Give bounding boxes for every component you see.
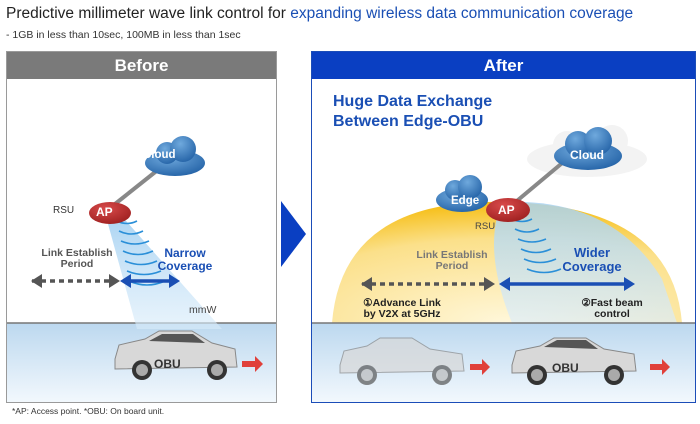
wide-beam — [494, 201, 677, 323]
before-heading: Before — [7, 52, 276, 79]
title-plain: Predictive millimeter wave link control … — [6, 5, 291, 22]
page-title: Predictive millimeter wave link control … — [6, 5, 633, 23]
cloud-label: Cloud — [570, 148, 604, 162]
ap-label: AP — [498, 203, 515, 217]
move-arrow-icon — [650, 359, 670, 375]
before-illustration — [7, 136, 276, 402]
ap-icon — [486, 198, 530, 222]
transition-arrow-icon — [281, 201, 306, 267]
beam — [105, 213, 222, 329]
after-panel: After — [311, 51, 696, 403]
cloud-icon — [145, 136, 205, 176]
obu-label: OBU — [552, 361, 579, 375]
rsu-label: RSU — [475, 221, 496, 232]
car-before-icon — [339, 337, 465, 385]
cloud-label: Cloud — [143, 149, 176, 161]
footnote: *AP: Access point. *OBU: On board unit. — [12, 406, 165, 416]
before-panel: Before — [6, 51, 277, 403]
car-icon — [511, 337, 637, 385]
mmw-label: mmW — [189, 304, 217, 316]
rsu-label: RSU — [53, 205, 75, 216]
after-illustration — [312, 125, 695, 402]
ap-label: AP — [96, 205, 113, 219]
obu-label: OBU — [154, 357, 181, 371]
edge-cloud-icon — [436, 175, 488, 212]
page-subtitle: - 1GB in less than 10sec, 100MB in less … — [6, 29, 241, 41]
title-highlight: expanding wireless data communication co… — [290, 5, 634, 22]
ap-icon — [89, 202, 131, 224]
car-icon — [114, 330, 238, 380]
edge-label: Edge — [451, 195, 480, 207]
move-arrow-icon — [242, 356, 263, 372]
after-heading: After — [312, 52, 695, 79]
cloud-link — [113, 167, 161, 206]
cloud-icon — [554, 127, 622, 170]
mmw-wave-icon — [511, 218, 562, 274]
